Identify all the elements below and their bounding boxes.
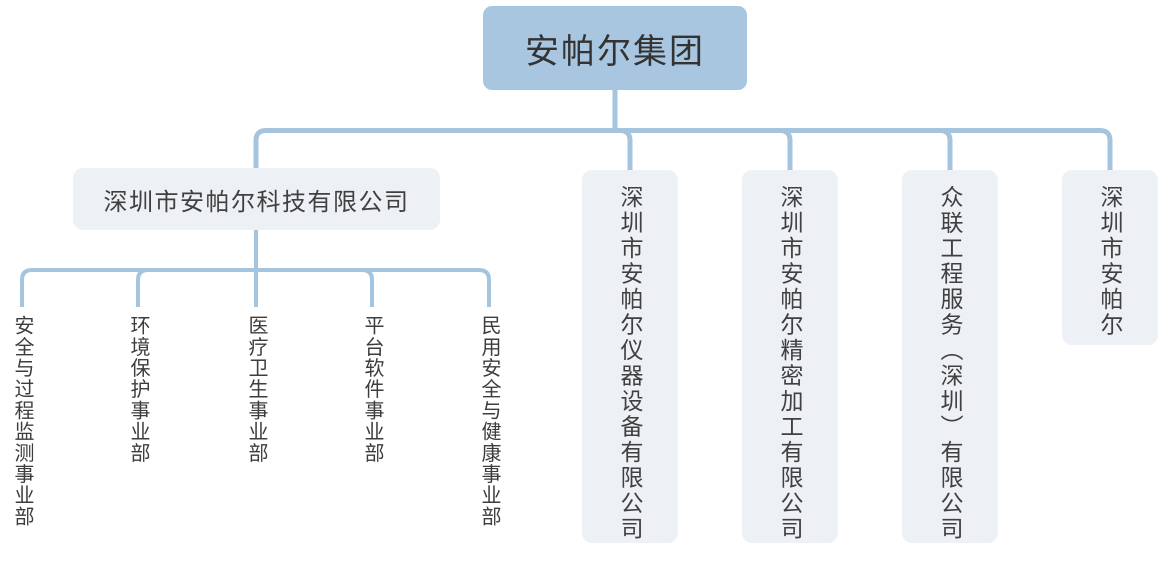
connector-to-division-1 bbox=[20, 268, 258, 307]
org-node-label: 深圳市安帕尔精密加工有限公司 bbox=[777, 185, 803, 542]
org-node-company-anpaer: 深圳市安帕尔 bbox=[1062, 170, 1158, 345]
org-node-company-tech: 深圳市安帕尔科技有限公司 bbox=[73, 168, 440, 230]
org-node-label: 深圳市安帕尔仪器设备有限公司 bbox=[617, 185, 643, 542]
org-node-division-civil-safety-health: 民用安全与健康事业部 bbox=[478, 315, 500, 527]
org-node-label: 深圳市安帕尔 bbox=[1097, 185, 1123, 338]
org-node-company-precision: 深圳市安帕尔精密加工有限公司 bbox=[742, 170, 838, 543]
org-node-division-environment: 环境保护事业部 bbox=[127, 315, 149, 464]
org-node-division-safety-process: 安全与过程监测事业部 bbox=[11, 315, 33, 527]
org-node-division-platform-software: 平台软件事业部 bbox=[361, 315, 383, 464]
connector-to-division-4 bbox=[254, 268, 374, 307]
connector-to-company-5 bbox=[612, 128, 1113, 176]
org-node-division-medical: 医疗卫生事业部 bbox=[245, 315, 267, 464]
connector-to-division-5 bbox=[254, 268, 491, 307]
org-node-root: 安帕尔集团 bbox=[483, 6, 747, 90]
org-node-company-instruments: 深圳市安帕尔仪器设备有限公司 bbox=[582, 170, 678, 543]
connector-to-division-2 bbox=[136, 268, 258, 307]
org-node-label: 众联工程服务（深圳）有限公司 bbox=[937, 185, 963, 542]
org-node-company-zhonglian: 众联工程服务（深圳）有限公司 bbox=[902, 170, 998, 543]
connector-to-company-1 bbox=[253, 128, 618, 172]
